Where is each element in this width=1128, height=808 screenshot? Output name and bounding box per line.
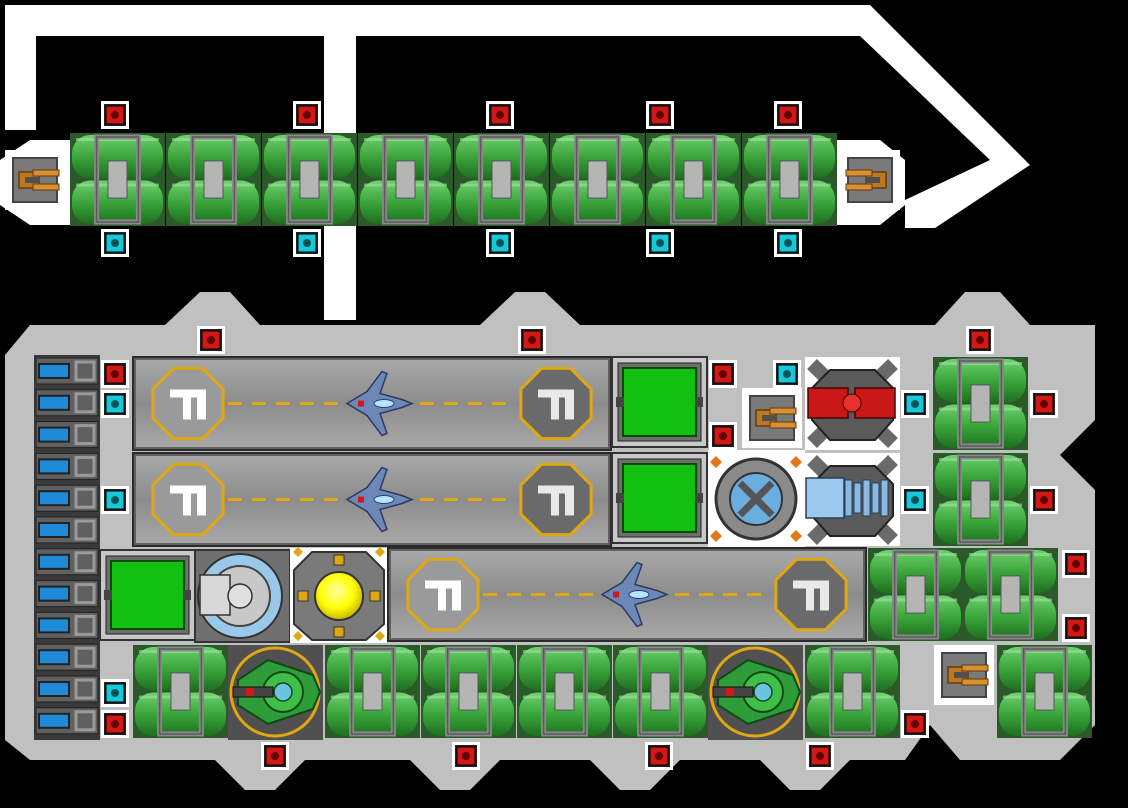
fighter-ship-icon[interactable] (345, 466, 415, 533)
thruster-cyan-icon[interactable] (293, 229, 321, 257)
ion-cannon-icon[interactable] (805, 453, 900, 546)
battery-cell-icon[interactable] (35, 452, 99, 480)
pad-marker-icon (151, 462, 225, 537)
fuel-tank-icon[interactable] (933, 453, 1028, 546)
battery-cell-icon[interactable] (35, 548, 99, 576)
gun-turret-icon[interactable] (5, 150, 65, 210)
fighter-ship-icon[interactable] (345, 370, 415, 437)
control-screen-icon[interactable] (99, 549, 196, 641)
thruster-red-icon[interactable] (452, 742, 480, 770)
fuel-tank-icon[interactable] (997, 645, 1092, 738)
fuel-tank-icon[interactable] (550, 133, 645, 226)
gun-turret-icon[interactable] (934, 645, 994, 705)
battery-cell-icon[interactable] (35, 516, 99, 544)
thruster-red-icon[interactable] (901, 710, 929, 738)
thruster-cyan-icon[interactable] (773, 360, 801, 388)
thruster-red-icon[interactable] (1062, 614, 1090, 642)
fuel-tank-icon[interactable] (933, 357, 1028, 450)
thruster-cyan-icon[interactable] (101, 679, 129, 707)
thruster-red-icon[interactable] (806, 742, 834, 770)
thruster-red-icon[interactable] (774, 101, 802, 129)
thruster-red-icon[interactable] (1030, 486, 1058, 514)
fuel-tank-icon[interactable] (646, 133, 741, 226)
thruster-red-icon[interactable] (101, 101, 129, 129)
hangar-pad-3[interactable] (387, 547, 867, 642)
pad-marker-icon (519, 366, 593, 441)
thruster-cyan-icon[interactable] (101, 229, 129, 257)
laser-cannon-icon[interactable] (805, 357, 900, 450)
fuel-tank-icon[interactable] (325, 645, 420, 738)
fuel-tank-icon[interactable] (358, 133, 453, 226)
control-screen-icon[interactable] (611, 452, 708, 544)
missile-turret-icon[interactable] (708, 645, 803, 740)
thruster-cyan-icon[interactable] (101, 486, 129, 514)
shield-generator-icon[interactable] (708, 450, 805, 547)
battery-cell-icon[interactable] (35, 643, 99, 671)
pad-marker-icon (774, 557, 848, 632)
thruster-red-icon[interactable] (518, 326, 546, 354)
radar-dish-icon[interactable] (194, 549, 291, 643)
hangar-pad-2[interactable] (132, 452, 612, 547)
battery-cell-icon[interactable] (35, 611, 99, 639)
thruster-red-icon[interactable] (197, 326, 225, 354)
thruster-cyan-icon[interactable] (774, 229, 802, 257)
gun-turret-icon[interactable] (742, 388, 802, 448)
fighter-ship-icon[interactable] (600, 561, 670, 628)
missile-turret-icon[interactable] (228, 645, 323, 740)
fuel-tank-icon[interactable] (805, 645, 900, 738)
fuel-tank-icon[interactable] (421, 645, 516, 738)
fuel-tank-icon[interactable] (963, 548, 1058, 641)
fuel-tank-icon[interactable] (613, 645, 708, 738)
fuel-tank-icon[interactable] (454, 133, 549, 226)
thruster-red-icon[interactable] (101, 360, 129, 388)
thruster-red-icon[interactable] (709, 422, 737, 450)
battery-cell-icon[interactable] (35, 580, 99, 608)
battery-cell-icon[interactable] (35, 707, 99, 735)
thruster-red-icon[interactable] (645, 742, 673, 770)
fuel-tank-icon[interactable] (868, 548, 963, 641)
fuel-tank-icon[interactable] (166, 133, 261, 226)
fuel-tank-icon[interactable] (262, 133, 357, 226)
thruster-cyan-icon[interactable] (101, 390, 129, 418)
battery-cell-icon[interactable] (35, 357, 99, 385)
thruster-red-icon[interactable] (261, 742, 289, 770)
pad-marker-icon (151, 366, 225, 441)
pad-marker-icon (406, 557, 480, 632)
thruster-red-icon[interactable] (966, 326, 994, 354)
thruster-red-icon[interactable] (1062, 550, 1090, 578)
thruster-red-icon[interactable] (293, 101, 321, 129)
fuel-tank-icon[interactable] (70, 133, 165, 226)
thruster-red-icon[interactable] (486, 101, 514, 129)
thruster-cyan-icon[interactable] (646, 229, 674, 257)
thruster-red-icon[interactable] (709, 360, 737, 388)
thruster-red-icon[interactable] (101, 710, 129, 738)
thruster-red-icon[interactable] (1030, 390, 1058, 418)
fuel-tank-icon[interactable] (133, 645, 228, 738)
thruster-red-icon[interactable] (646, 101, 674, 129)
fuel-tank-icon[interactable] (742, 133, 837, 226)
reactor-icon[interactable] (290, 547, 387, 643)
gun-turret-icon[interactable] (840, 150, 900, 210)
control-screen-icon[interactable] (611, 356, 708, 448)
thruster-cyan-icon[interactable] (901, 486, 929, 514)
battery-cell-icon[interactable] (35, 421, 99, 449)
hangar-pad-1[interactable] (132, 356, 612, 451)
thruster-cyan-icon[interactable] (486, 229, 514, 257)
battery-cell-icon[interactable] (35, 484, 99, 512)
battery-cell-icon[interactable] (35, 675, 99, 703)
fuel-tank-icon[interactable] (517, 645, 612, 738)
pad-marker-icon (519, 462, 593, 537)
thruster-cyan-icon[interactable] (901, 390, 929, 418)
battery-cell-icon[interactable] (35, 389, 99, 417)
